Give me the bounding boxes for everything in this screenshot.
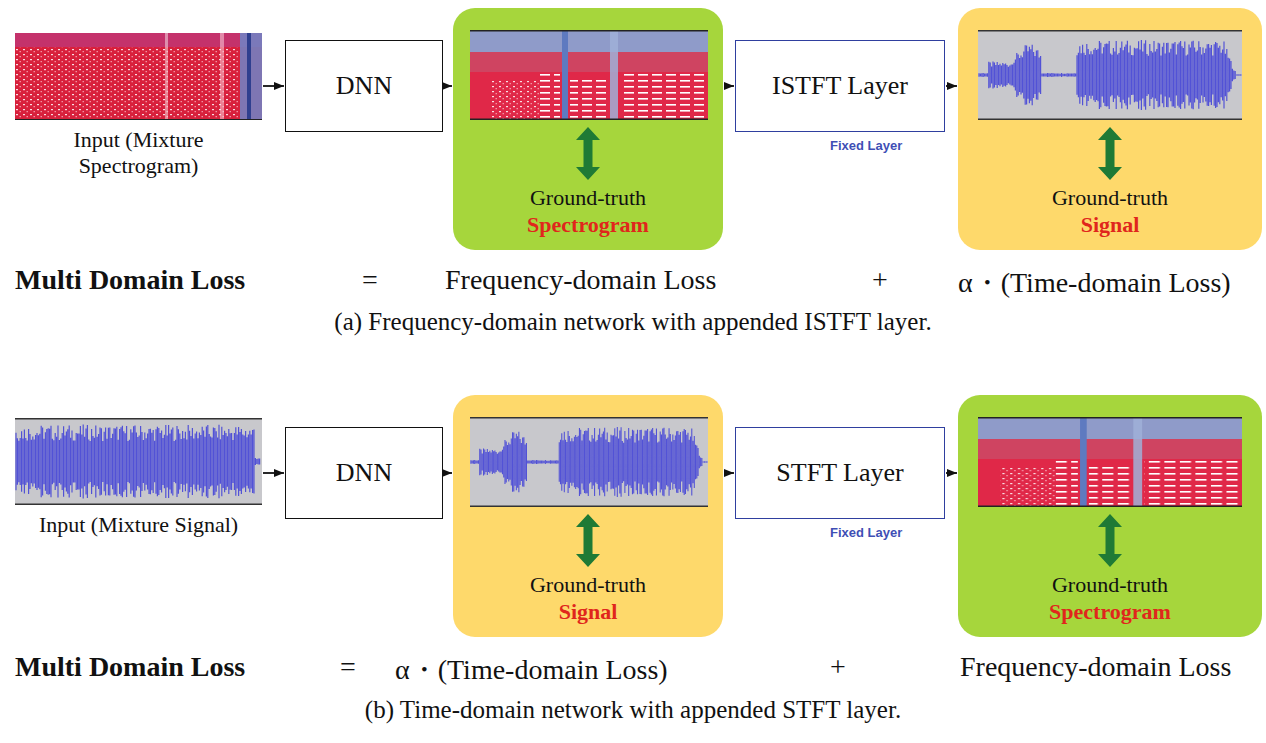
equation-sign: + [872,264,888,296]
flow-arrow [946,85,957,87]
loss-name: Multi Domain Loss [15,264,245,296]
box-label: ISTFT Layer [764,71,916,101]
loss-name: Multi Domain Loss [15,651,245,683]
time-panel [958,8,1262,250]
fixed-layer-note: Fixed Layer [830,525,902,540]
panel-domain: Signal [559,599,618,625]
box-label: DNN [328,458,400,488]
flow-arrow [444,472,452,474]
frequency-panel [453,8,723,250]
fixed-layer-note: Fixed Layer [830,138,902,153]
frequency-panel [958,395,1262,637]
panel-domain: Spectrogram [527,212,649,238]
equation-sign: + [830,651,846,683]
flow-arrow [444,85,452,87]
input-signal: Input (Mixture Signal) [15,418,262,573]
loss-term: Frequency-domain Loss [445,264,716,296]
box-label: DNN [328,71,400,101]
panel-domain: Spectrogram [1049,599,1171,625]
equation-sign: = [340,651,356,683]
ground-truth-panel: Ground-truthSignal [958,8,1262,250]
sub-caption: (b) Time-domain network with appended ST… [365,696,901,724]
waveform-image [470,417,708,507]
spectrogram-image [470,30,708,120]
waveform-image [978,30,1242,120]
waveform-image [15,418,262,505]
loss-term: α・(Time-domain Loss) [958,264,1231,302]
time-panel [453,395,723,637]
dnn-box: DNN [285,40,443,132]
flow-arrow [724,472,734,474]
compare-arrow [576,127,600,180]
fixed-layer-box: ISTFT Layer [735,40,945,132]
spectrogram-image [978,417,1242,507]
ground-truth-panel: Ground-truthSpectrogram [958,395,1262,637]
input-caption: Input (Mixture Signal) [39,512,238,538]
equation-sign: = [362,264,378,296]
input-spectrogram: Input (Mixture Spectrogram) [15,33,262,188]
ground-truth-panel: Ground-truthSpectrogram [453,8,723,250]
box-label: STFT Layer [768,458,911,488]
ground-truth-panel: Ground-truthSignal [453,395,723,637]
compare-arrow [1098,514,1122,567]
dnn-box: DNN [285,427,443,519]
flow-arrow [263,472,284,474]
panel-heading: Ground-truth [1052,572,1168,598]
panel-heading: Ground-truth [530,572,646,598]
fixed-layer-box: STFT Layer [735,427,945,519]
loss-term: α・(Time-domain Loss) [395,651,668,689]
panel-heading: Ground-truth [1052,185,1168,211]
spectrogram-image [15,33,262,121]
flow-arrow [724,85,734,87]
input-caption: Input (Mixture Spectrogram) [19,127,259,180]
flow-arrow [263,85,284,87]
sub-caption: (a) Frequency-domain network with append… [334,308,931,336]
compare-arrow [1098,127,1122,180]
panel-heading: Ground-truth [530,185,646,211]
loss-term: Frequency-domain Loss [960,651,1231,683]
compare-arrow [576,514,600,567]
flow-arrow [946,472,957,474]
panel-domain: Signal [1081,212,1140,238]
